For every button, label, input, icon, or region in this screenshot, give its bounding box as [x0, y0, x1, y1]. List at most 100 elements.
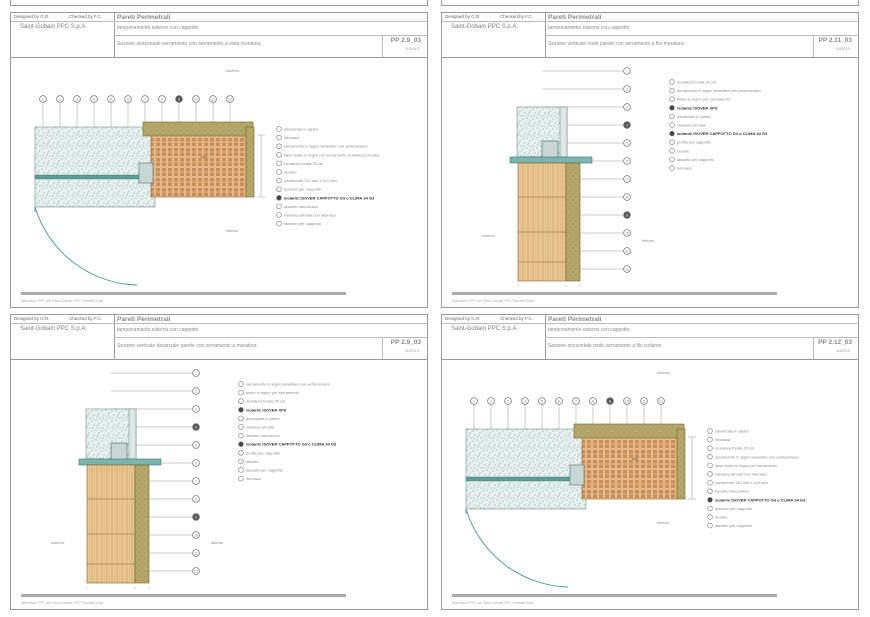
legend-marker	[669, 79, 675, 85]
legend-item: rasatura armata con intonaco	[284, 213, 337, 218]
svg-text:10: 10	[625, 231, 629, 235]
sheet-description: Sezione orizzontale nodo serramento a fi…	[548, 343, 662, 349]
detail-sheet-4: Designed by G.R.Checked by F.C.Saint-Gob…	[441, 314, 859, 610]
legend-item: rasatura armata con intonaco	[715, 472, 768, 477]
legend-marker	[276, 186, 282, 192]
legend-item: muratura forata 25 cm	[246, 399, 286, 404]
checked-by: Checked by F.C.	[500, 316, 534, 321]
designed-checked-row: Designed by G.R. Checked by F.C.	[11, 13, 114, 22]
divider	[545, 323, 858, 324]
footer-text: Specifiche PPC del Saint-Gobain PPC Pann…	[21, 601, 103, 605]
divider	[545, 337, 858, 338]
svg-text:5: 5	[626, 141, 628, 145]
legend-item: telaio in legno per serramento	[246, 390, 300, 395]
svg-text:1: 1	[195, 371, 197, 375]
svg-text:5: 5	[541, 399, 543, 403]
title-block-left: Designed by G.R.Checked by F.C.Saint-Gob…	[11, 315, 115, 359]
sheet-description: Sezione verticale nodo parete con serram…	[548, 41, 684, 47]
legend-item: sesello	[246, 459, 259, 464]
detail-sheet-1: Designed by G.R. Checked by F.C. Saint-Gob…	[10, 12, 428, 308]
legend-item: serramento in legno lamellare con vetroc…	[284, 144, 368, 149]
legend-marker	[276, 212, 282, 218]
legend-marker	[707, 479, 713, 486]
legend-item: isolante ISOVER CAPPOTTO G3 o CLIMA 34 G…	[246, 442, 337, 447]
legend-item: falso telaio in legno per serramento di …	[284, 152, 379, 157]
legend-marker	[238, 398, 244, 404]
legend-marker	[669, 139, 675, 145]
legend-item: isolante ISOVER CAPPOTTO G3 o CLIMA 34 G…	[284, 195, 375, 200]
title-block: Designed by G.R.Checked by F.C.Saint-Gob…	[442, 315, 858, 360]
legend-marker	[238, 407, 244, 413]
legend-marker	[238, 467, 244, 473]
legend-marker	[276, 126, 282, 132]
divider	[545, 35, 858, 36]
svg-text:1: 1	[42, 97, 44, 101]
legend-item: rasatura armata	[246, 425, 275, 430]
partial-sheet-top-right	[441, 0, 859, 6]
code-box	[813, 337, 858, 359]
sheet-date: 11/2013	[835, 46, 850, 51]
legend-item: adesivo per cappotto	[284, 187, 322, 192]
svg-text:11: 11	[211, 97, 215, 101]
legend-marker	[669, 87, 675, 94]
designed-by: Designed by G.R.	[445, 14, 481, 19]
legend-item: davanzale in pietra	[284, 127, 318, 132]
sheet-code: PP 2.12_03	[818, 339, 852, 346]
legend-marker	[669, 105, 675, 111]
legend-item: davanzale in pietra	[677, 114, 711, 119]
legend-marker	[707, 497, 713, 503]
svg-text:3: 3	[195, 407, 197, 411]
svg-text:8: 8	[626, 195, 628, 199]
divider	[545, 21, 858, 22]
svg-text:2: 2	[195, 389, 197, 393]
legend-marker	[276, 152, 282, 158]
legend-item: serramento in legno lamellare con vetroc…	[246, 382, 330, 387]
title-block: Designed by G.R.Checked by F.C. Saint-Gob…	[442, 13, 858, 58]
legend-item: serramento in legno lamellare con vetroc…	[715, 454, 799, 459]
designed-by: Designed by G.R.	[14, 14, 50, 19]
legend-marker	[276, 169, 282, 175]
legend-item: falso telaio in legno per serramento	[715, 463, 778, 468]
checked-by: Checked by F.C.	[69, 14, 103, 19]
sheet-title: Pareti Perimetrali	[117, 14, 171, 21]
svg-text:12: 12	[228, 97, 232, 101]
legend-marker	[238, 389, 244, 396]
legend-item: intonaco	[284, 135, 300, 140]
svg-text:8: 8	[161, 97, 163, 101]
legend-marker	[276, 203, 282, 210]
legend-item: serramento in legno lamellare con vetroc…	[677, 88, 761, 93]
footer-bar	[452, 594, 777, 597]
svg-text:8: 8	[592, 399, 594, 403]
legend-marker	[707, 505, 713, 512]
legend-marker	[669, 122, 675, 128]
checked-by: Checked by F.C.	[69, 316, 103, 321]
legend-marker	[669, 156, 675, 163]
svg-text:4: 4	[195, 425, 197, 429]
legend-item: muratura forata 25 cm	[677, 80, 717, 85]
legend-marker	[276, 195, 282, 201]
legend-marker	[707, 454, 713, 460]
sheet-subtitle: tamponamento esterno con cappotto	[548, 25, 630, 31]
svg-text:6: 6	[558, 399, 560, 403]
legend-item: tassello per cappotto	[246, 468, 284, 473]
detail-sheet-2: Designed by G.R.Checked by F.C. Saint-Gob…	[441, 12, 859, 308]
svg-text:9: 9	[195, 515, 197, 519]
legend-marker	[669, 96, 675, 102]
legend-marker	[276, 143, 282, 149]
legend-item: isolante ISOVER XPS	[677, 105, 718, 110]
footer-bar	[452, 292, 777, 295]
side-label: interno	[226, 228, 239, 233]
legend-item: davanzale in pietra	[715, 429, 749, 434]
svg-text:11: 11	[194, 551, 198, 555]
legend-marker	[707, 514, 713, 520]
footer-text: Specifiche PPC del Saint-Gobain PPC Pann…	[452, 601, 534, 605]
designed-checked-row: Designed by G.R.Checked by F.C.	[442, 13, 545, 22]
code-box	[813, 35, 858, 57]
designed-by: Designed by G.R.	[445, 316, 481, 321]
legend-item: profilo per cappotto	[246, 450, 281, 455]
company-name: Saint-Gobain PPC S.p.A.	[20, 24, 88, 30]
company-name: Saint-Gobain PPC S.p.A.	[451, 24, 519, 30]
